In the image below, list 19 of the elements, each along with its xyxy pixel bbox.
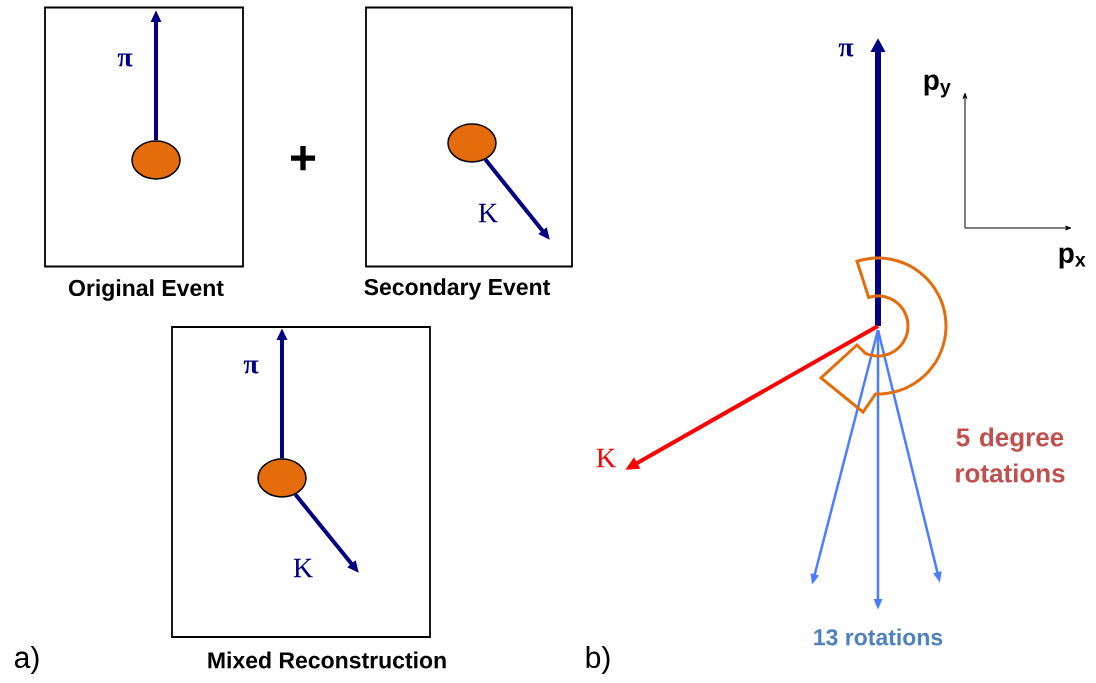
particle-label: π	[117, 53, 133, 67]
particle-label: K	[596, 448, 616, 468]
event-caption: Original Event	[69, 279, 224, 301]
annotation-text: 13 rotations	[814, 628, 943, 646]
panel-label: a)	[14, 646, 39, 674]
vertex-ellipse	[447, 123, 497, 163]
particle-label: π	[838, 43, 854, 57]
event-caption: Mixed Reconstruction	[208, 651, 446, 669]
particle-label: π	[243, 360, 259, 374]
axis-label: p$_{y}$	[924, 74, 951, 98]
particle-label: K	[293, 558, 313, 578]
axis-label: p$_{x}$	[1059, 247, 1086, 269]
particle-label: K	[478, 203, 498, 223]
annotation-text: 5 degree rotations	[956, 427, 1065, 483]
vertex-ellipse	[131, 140, 181, 180]
plus-sign: +	[291, 145, 316, 171]
vertex-ellipse	[257, 458, 307, 498]
event-caption: Secondary Event	[364, 278, 550, 300]
panel-label: b)	[586, 646, 610, 674]
